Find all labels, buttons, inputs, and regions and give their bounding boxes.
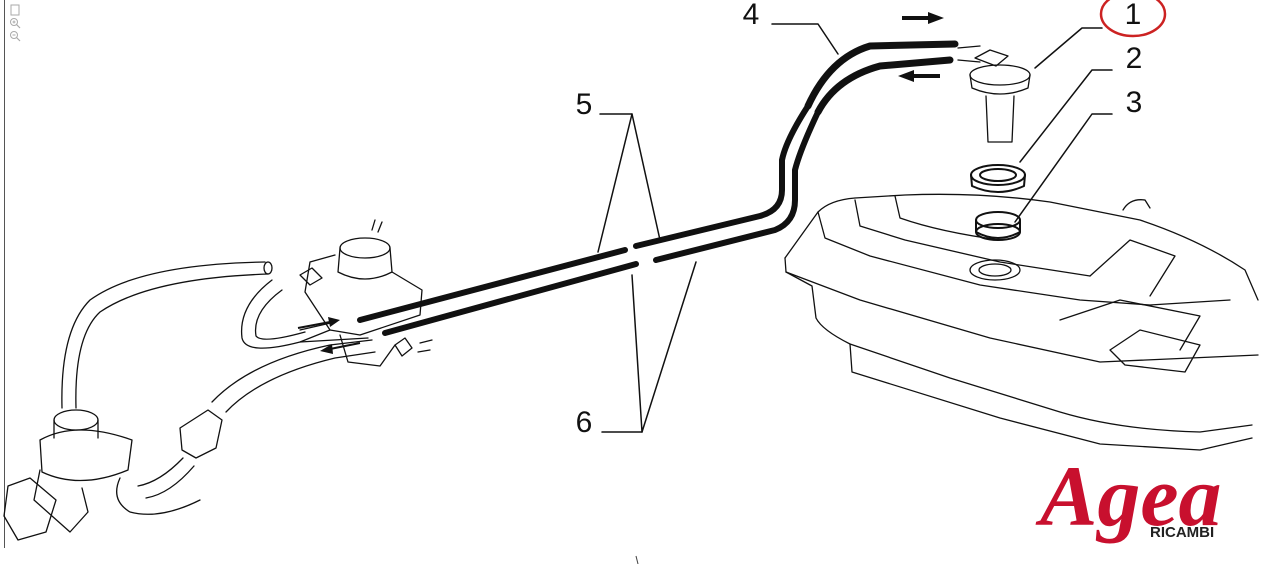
stray-mark bbox=[635, 555, 639, 564]
gasket bbox=[975, 211, 1021, 241]
ring-nut bbox=[970, 164, 1026, 193]
callout-2: 2 bbox=[1126, 42, 1143, 75]
callout-1: 1 bbox=[1125, 0, 1142, 31]
callout-1-highlight bbox=[1099, 0, 1167, 38]
fuel-pump-and-filter bbox=[3, 261, 376, 541]
pipes-5-6 bbox=[357, 103, 821, 336]
brand-name: Agea bbox=[1035, 448, 1222, 544]
fuel-level-sender bbox=[957, 45, 1031, 143]
carburettor bbox=[299, 219, 433, 367]
brand-logo: Agea RICAMBI bbox=[1035, 448, 1222, 544]
callout-3: 3 bbox=[1126, 86, 1143, 119]
brand-tagline: RICAMBI bbox=[1150, 524, 1214, 541]
leader-lines bbox=[597, 23, 1113, 433]
fuel-tank bbox=[784, 193, 1259, 451]
zoom-out-icon[interactable] bbox=[9, 30, 21, 42]
callout-4: 4 bbox=[743, 0, 760, 31]
flow-arrows-carb bbox=[297, 317, 361, 354]
page-icon[interactable] bbox=[9, 4, 21, 16]
callout-6: 6 bbox=[576, 406, 593, 439]
flow-arrows bbox=[898, 12, 944, 82]
zoom-toolbar bbox=[9, 4, 23, 43]
left-border-line bbox=[4, 0, 5, 548]
zoom-in-icon[interactable] bbox=[9, 17, 21, 29]
callout-5: 5 bbox=[576, 88, 593, 121]
